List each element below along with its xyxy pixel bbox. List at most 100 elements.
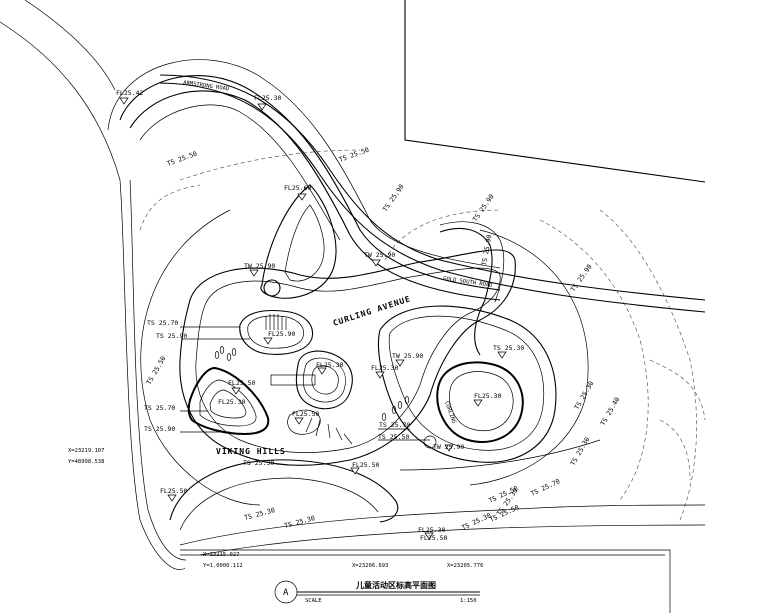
rink-track-outer	[436, 361, 524, 443]
leader-lines	[180, 326, 430, 441]
label-curling-avenue: CURLING AVENUE	[332, 294, 412, 328]
label-ts-2590-b: TS 25.90	[471, 193, 496, 223]
scale-label: SCALE	[305, 598, 322, 604]
label-fl-2550-mid: FL25.50	[228, 379, 255, 387]
label-ts-2530-e: TS 25.30	[243, 506, 275, 522]
label-ts-2530-d: TS 25.30	[243, 459, 274, 467]
comb-rungs	[265, 314, 353, 445]
label-fl-2550-low: FL25.50	[292, 410, 319, 418]
loop-node	[263, 279, 281, 297]
path-loop-right-2	[439, 221, 505, 303]
contour-top	[179, 149, 361, 181]
play-area-inner	[195, 267, 501, 453]
mound-center-mid	[302, 357, 346, 403]
label-ts-2530-c: TS 25.30	[569, 436, 592, 467]
road-edge-4	[139, 104, 341, 241]
triangle-hill-outer	[187, 366, 270, 436]
play-area-outer	[179, 249, 516, 466]
drawing-title: 儿童活动区标高平面图	[355, 580, 436, 590]
label-coord-bottom-x2: X=23206.693	[352, 563, 388, 569]
long-road-edge-b	[159, 82, 706, 313]
detail-marker-id: A	[283, 588, 289, 598]
site-boundary-top-left	[24, 0, 116, 91]
label-ts-2570-a: TS 25.70	[147, 319, 178, 327]
road-edge-3	[107, 59, 501, 269]
label-ts-2550-b: TS 25.50	[338, 146, 370, 164]
rink-mid	[388, 315, 545, 451]
label-fl-2590: FL25.90	[268, 330, 295, 338]
label-viking-hills: VIKING HILLS	[216, 447, 286, 456]
label-ts-2550-d: TS 25.50	[378, 433, 409, 441]
site-boundary-west-inner	[129, 179, 187, 561]
label-tw-2590-c: TW 25.90	[392, 352, 423, 360]
outer-arc-west	[140, 209, 261, 506]
label-ts-2570-b: TS 25.70	[144, 404, 175, 412]
label-ts-2530-a: TS 25.30	[493, 344, 524, 352]
label-fl-2530-bottom: FL25.30	[418, 526, 445, 534]
label-coord-bottom-x3: X=23205.776	[447, 563, 483, 569]
label-fl-2550-bottom: FL25.50	[352, 461, 379, 469]
label-fl-2530-rink: FL25.30	[474, 392, 501, 400]
label-fl-2530-top: FL25.30	[254, 94, 281, 102]
contour-right-2	[599, 209, 697, 521]
lower-lobe-2	[179, 477, 379, 531]
rink-outer	[377, 305, 557, 463]
path-loop-right	[439, 228, 493, 356]
bench	[270, 374, 316, 386]
label-ts-2540: TS 25.40	[599, 396, 622, 427]
triangle-hill-inner	[209, 389, 247, 419]
contour-mid	[384, 209, 501, 261]
scale-value: 1:150	[460, 598, 477, 604]
border-frame	[180, 549, 671, 613]
label-ts-2590-a: TS 25.90	[381, 183, 406, 213]
label-fl-2560-hill: FL25.60	[284, 184, 311, 192]
site-boundary-west	[0, 21, 186, 570]
mound-lower	[287, 409, 321, 435]
loop-path-top	[260, 184, 337, 299]
label-tw-2590-b: TW 25.90	[364, 251, 395, 259]
label-coord-bottom-y1: Y=1.0000.112	[203, 563, 243, 569]
bottom-sweep-2	[199, 524, 706, 556]
outer-arc-east	[469, 229, 589, 486]
mound-center-outer	[295, 350, 353, 410]
rink-track-inner	[449, 371, 514, 432]
label-tw-2590-a: TW 25.90	[244, 262, 275, 270]
label-tw-2590-d: TW 25.90	[433, 443, 464, 451]
label-fl-2530-left: FL25.30	[371, 364, 398, 372]
elevation-marker-group	[119, 97, 507, 540]
label-coord-left-x: X=23219.107	[68, 448, 104, 454]
label-ts-2530-f: TS 25.30	[283, 514, 315, 530]
label-fl-2550-b2: FL25.50	[420, 534, 447, 542]
label-fl-2550-b1: FL25.50	[160, 487, 187, 495]
label-ts-2550-c: TS 25.50	[145, 355, 168, 386]
lower-lobe	[169, 459, 399, 523]
label-ts-2590-f: TS 25.90	[144, 425, 175, 433]
label-ts-2570-d: TS 25.70	[529, 477, 561, 498]
label-fl-2530-hill: FL25.30	[218, 398, 245, 406]
mound-upper	[239, 309, 314, 355]
contour-left	[139, 184, 201, 231]
contour-right-4	[659, 419, 691, 481]
label-fl-2542: FL25.42	[116, 89, 143, 97]
footprints	[214, 346, 410, 421]
mound-center-inner	[311, 365, 339, 395]
building-outline	[404, 0, 706, 183]
long-road-edge-a	[159, 74, 706, 301]
label-coord-left-y: Y=48998.538	[68, 459, 104, 465]
label-ts-2590-e: TS 25.90	[156, 332, 187, 340]
contour-right-1	[539, 219, 649, 501]
label-ts-2530-b: TS 25.30	[573, 380, 596, 411]
mound-upper-inner	[247, 315, 305, 349]
bottom-sweep-1	[179, 504, 706, 546]
label-ts-2570-c: TS 25.70	[379, 421, 410, 429]
triangle-hill-mid	[199, 379, 257, 427]
label-ts-2590-c: TS 25.90	[569, 263, 594, 293]
label-ts-2550-a: TS 25.50	[166, 150, 198, 168]
loop-path-top-inner	[284, 204, 325, 282]
label-coord-bottom-x1: X=23215.027	[203, 552, 239, 558]
contour-right-3	[649, 359, 706, 421]
bottom-sweep-3	[399, 439, 601, 471]
road-edge-2	[129, 90, 501, 301]
label-mid-road: GOLD SOUTH ROAD	[443, 276, 493, 289]
